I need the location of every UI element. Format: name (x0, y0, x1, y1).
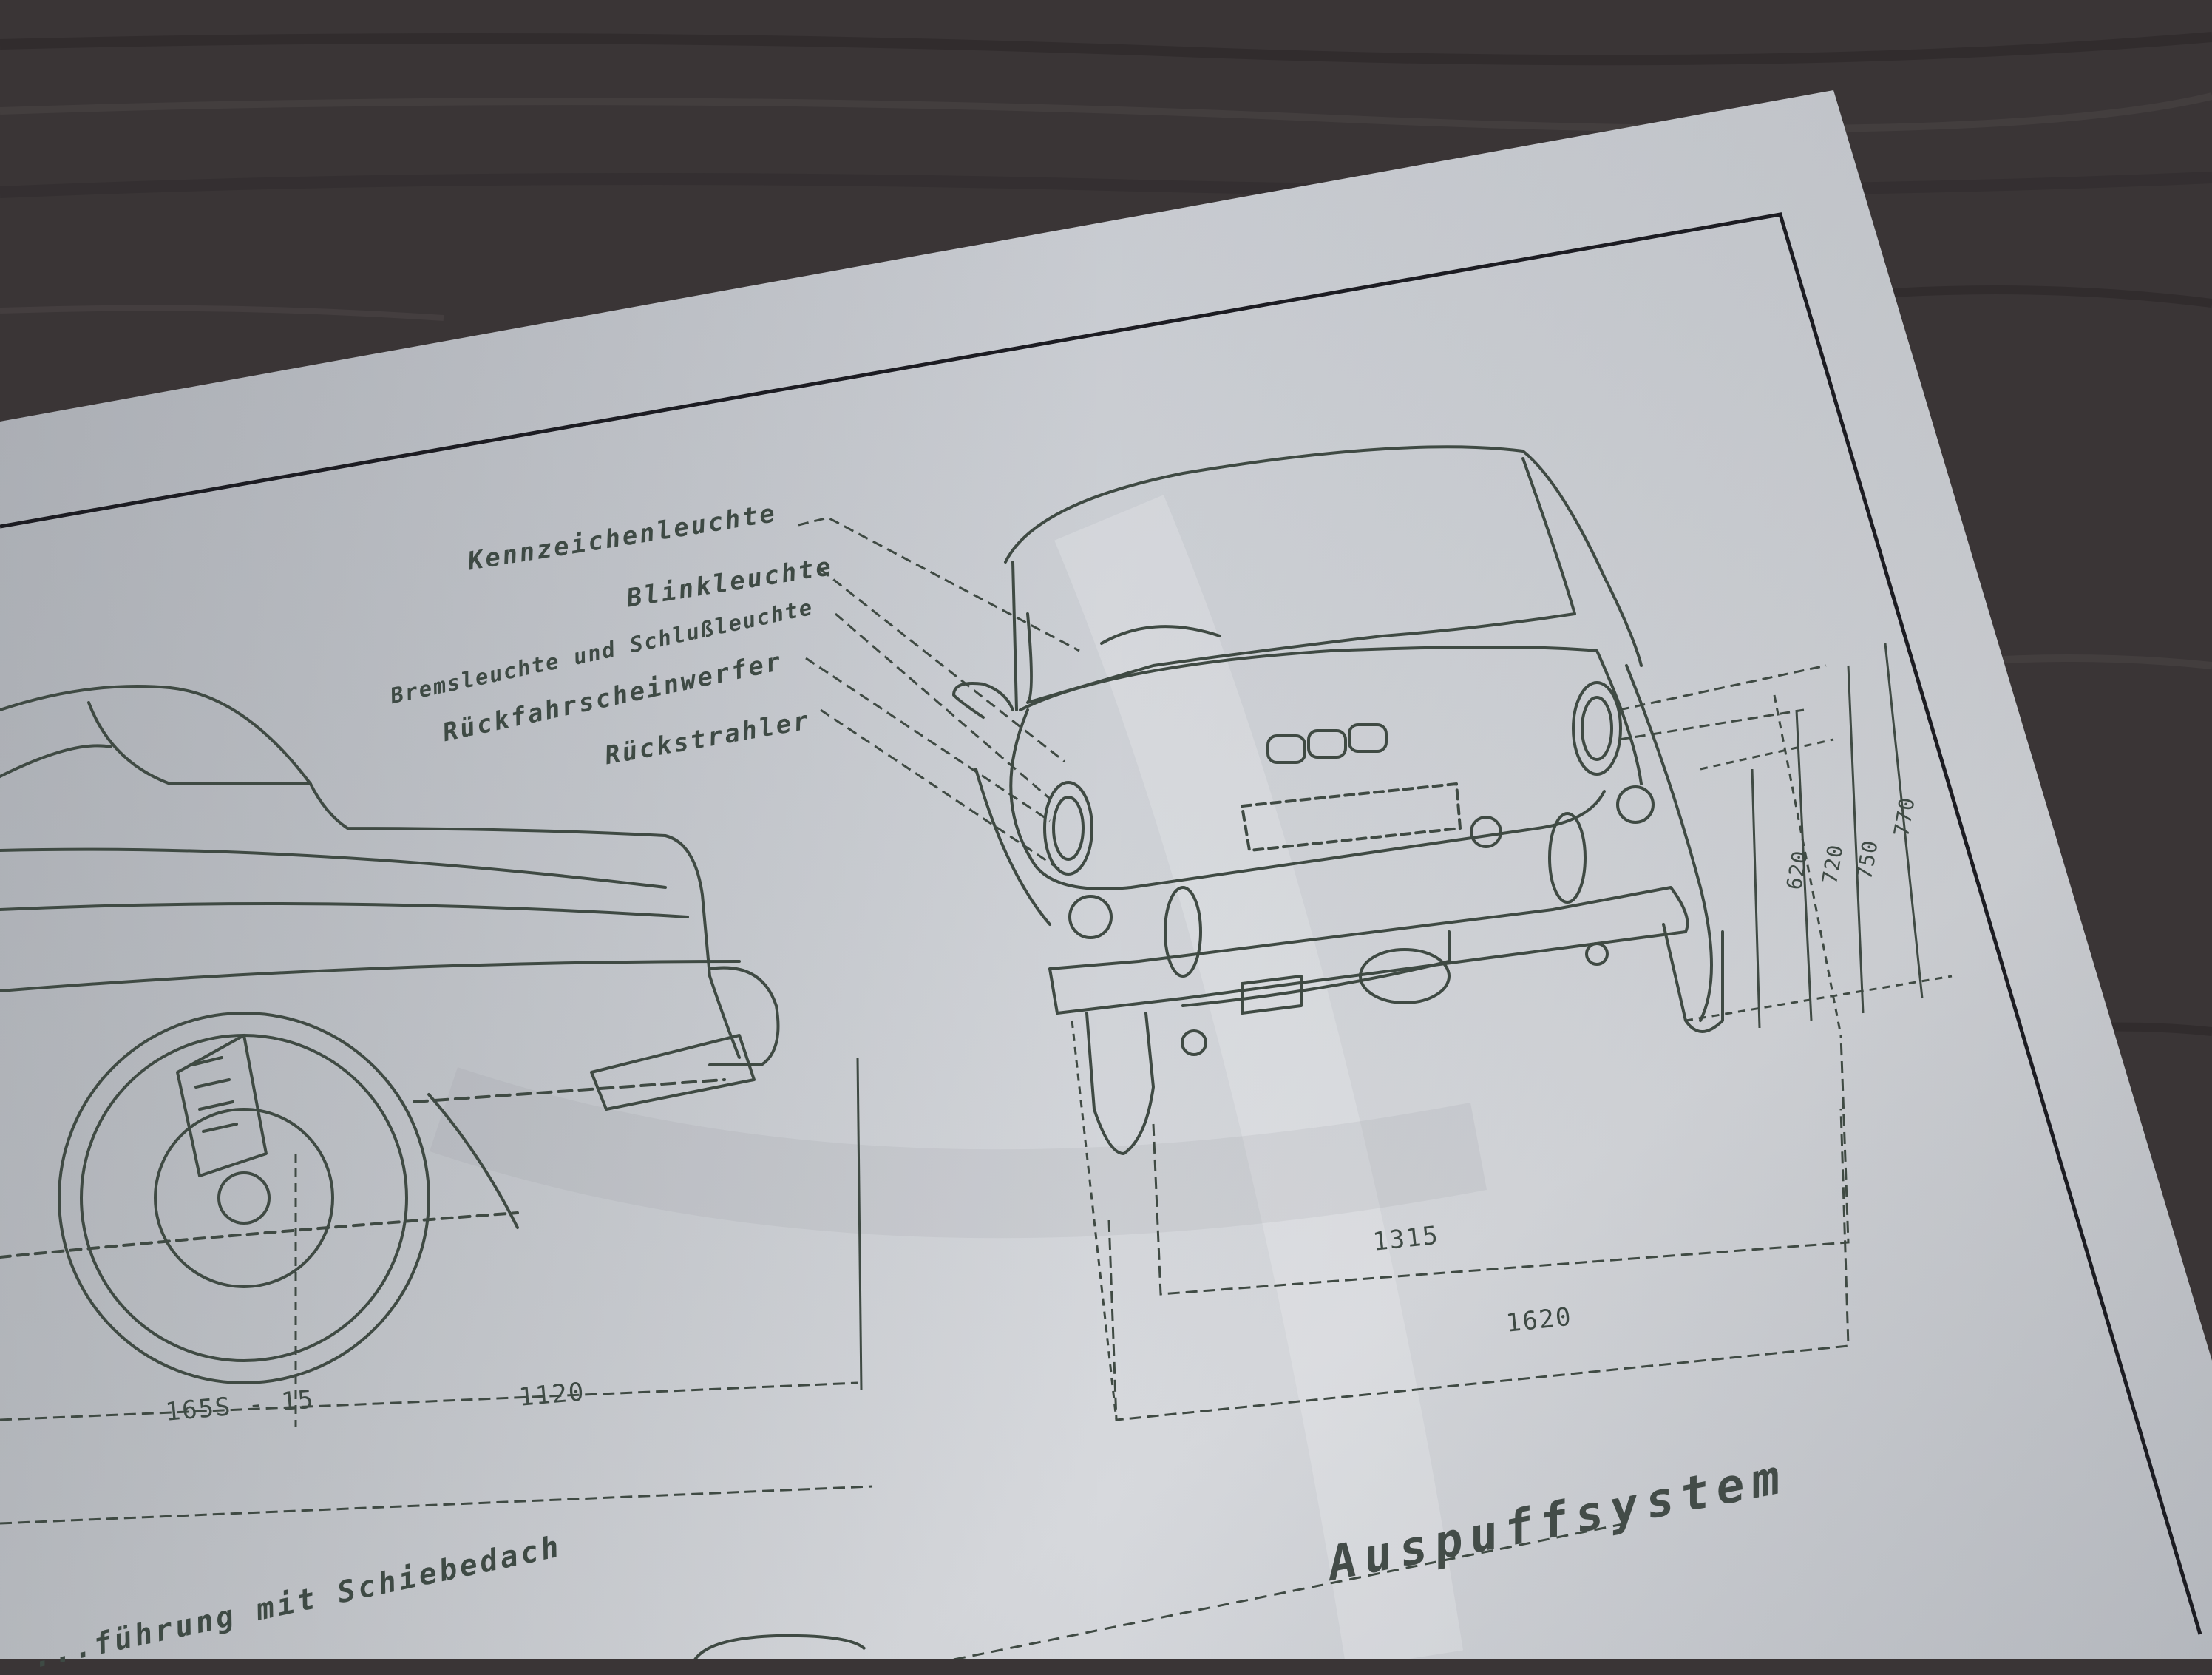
callout-leader-lines (798, 516, 1827, 874)
paper-sheet (0, 90, 2212, 1659)
dimension-lines (0, 643, 1953, 1525)
dimension-overhang: 1120 (518, 1377, 587, 1412)
partial-drawing-bottom (693, 1522, 1627, 1659)
side-view-drawing (0, 685, 780, 1384)
rear-view-drawing (952, 445, 1724, 1155)
sheet-frame-border (0, 212, 2202, 1635)
